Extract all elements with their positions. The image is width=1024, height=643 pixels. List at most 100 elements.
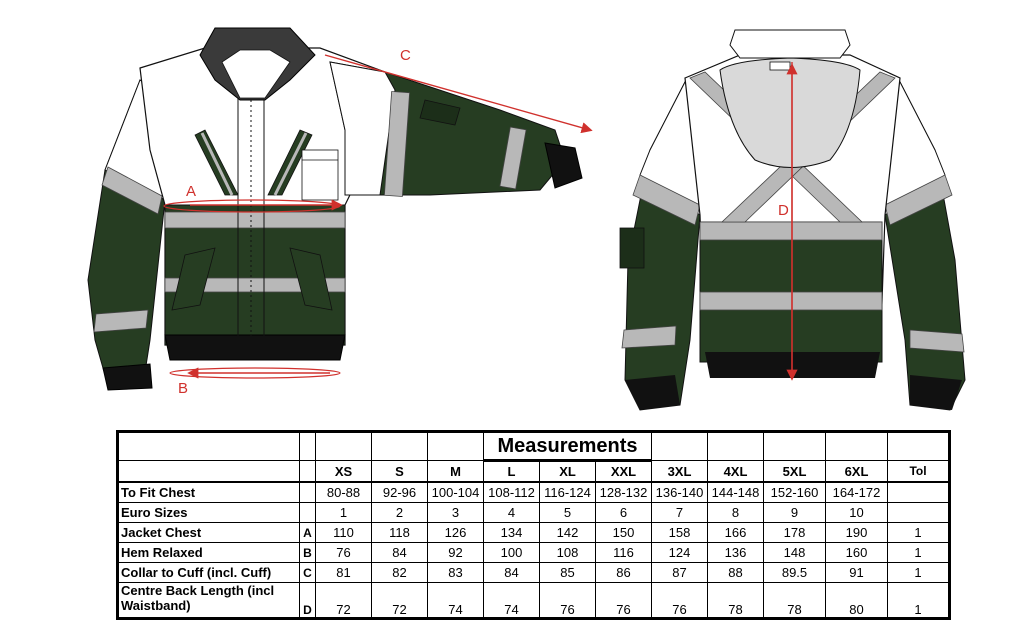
tol-cell: 1 <box>887 522 951 543</box>
row-code: A <box>299 522 316 543</box>
cell: 92 <box>427 542 484 563</box>
tol-cell: 1 <box>887 542 951 563</box>
table-row: Jacket Chest A 110 118 126 134 142 150 1… <box>116 522 951 543</box>
cell: 148 <box>763 542 826 563</box>
table-title: Measurements <box>483 430 652 462</box>
back-upper-band <box>699 221 883 241</box>
size-header: S <box>371 460 428 483</box>
dimension-label-c: C <box>400 47 411 64</box>
row-label: Centre Back Length (incl Waistband) <box>116 582 300 620</box>
cell: 166 <box>707 522 764 543</box>
dimension-label-b: B <box>178 380 188 397</box>
cell: 84 <box>371 542 428 563</box>
row-code: B <box>299 542 316 563</box>
row-label: Collar to Cuff (incl. Cuff) <box>116 562 300 583</box>
tol-cell <box>887 502 951 523</box>
row-code: C <box>299 562 316 583</box>
cell: 190 <box>825 522 888 543</box>
cell: 134 <box>483 522 540 543</box>
size-header: 5XL <box>763 460 826 483</box>
cell: 76 <box>595 582 652 620</box>
cell: 6 <box>595 502 652 523</box>
cell: 5 <box>539 502 596 523</box>
cell: 136 <box>707 542 764 563</box>
table-row: Hem Relaxed B 76 84 92 100 108 116 124 1… <box>116 542 951 563</box>
cell: 10 <box>825 502 888 523</box>
front-left-sleeve-band <box>101 166 163 215</box>
cell: 83 <box>427 562 484 583</box>
tol-cell: 1 <box>887 582 951 620</box>
cell: 91 <box>825 562 888 583</box>
cell: 150 <box>595 522 652 543</box>
row-code <box>299 502 316 523</box>
tol-cell <box>887 481 951 503</box>
cell: 85 <box>539 562 596 583</box>
cell: 152-160 <box>763 481 826 503</box>
front-left-cuff <box>102 363 153 391</box>
cell: 118 <box>371 522 428 543</box>
size-header: XL <box>539 460 596 483</box>
cell: 136-140 <box>651 481 708 503</box>
cell: 142 <box>539 522 596 543</box>
cell: 116 <box>595 542 652 563</box>
cell: 78 <box>707 582 764 620</box>
size-header: L <box>483 460 540 483</box>
size-header: 6XL <box>825 460 888 483</box>
cell: 87 <box>651 562 708 583</box>
cell: 178 <box>763 522 826 543</box>
cell: 72 <box>371 582 428 620</box>
row-label: Hem Relaxed <box>116 542 300 563</box>
table-row: Collar to Cuff (incl. Cuff) C 81 82 83 8… <box>116 562 951 583</box>
cell: 100 <box>483 542 540 563</box>
size-header: XS <box>315 460 372 483</box>
cell: 110 <box>315 522 372 543</box>
cell: 92-96 <box>371 481 428 503</box>
cell: 80 <box>825 582 888 620</box>
front-waistband <box>164 334 346 361</box>
cell: 8 <box>707 502 764 523</box>
cell: 158 <box>651 522 708 543</box>
size-header: 3XL <box>651 460 708 483</box>
cell: 89.5 <box>763 562 826 583</box>
cell: 1 <box>315 502 372 523</box>
cell: 108-112 <box>483 481 540 503</box>
row-label: To Fit Chest <box>116 481 300 503</box>
cell: 160 <box>825 542 888 563</box>
cell: 82 <box>371 562 428 583</box>
dimension-label-d: D <box>778 202 789 219</box>
dimension-label-a: A <box>186 183 196 200</box>
table-row: Euro Sizes 1 2 3 4 5 6 7 8 9 10 <box>116 502 951 523</box>
cell: 144-148 <box>707 481 764 503</box>
table-row: Centre Back Length (incl Waistband) D 72… <box>116 582 951 620</box>
cell: 76 <box>315 542 372 563</box>
cell: 2 <box>371 502 428 523</box>
row-label: Euro Sizes <box>116 502 300 523</box>
front-view: A B C <box>87 27 593 397</box>
cell: 100-104 <box>427 481 484 503</box>
cell: 126 <box>427 522 484 543</box>
cell: 80-88 <box>315 481 372 503</box>
cell: 81 <box>315 562 372 583</box>
row-code <box>299 481 316 503</box>
cell: 76 <box>539 582 596 620</box>
measurements-table: Measurements XS S M L XL XXL 3XL 4XL 5XL… <box>116 430 951 620</box>
cell: 88 <box>707 562 764 583</box>
cell: 116-124 <box>539 481 596 503</box>
back-lower-band <box>699 291 883 311</box>
cell: 72 <box>315 582 372 620</box>
cell: 164-172 <box>825 481 888 503</box>
cell: 74 <box>427 582 484 620</box>
size-header: M <box>427 460 484 483</box>
cell: 76 <box>651 582 708 620</box>
cell: 7 <box>651 502 708 523</box>
cell: 9 <box>763 502 826 523</box>
cell: 4 <box>483 502 540 523</box>
table-row: To Fit Chest 80-88 92-96 100-104 108-112… <box>116 481 951 503</box>
cell: 78 <box>763 582 826 620</box>
tol-header: Tol <box>887 460 951 483</box>
cell: 74 <box>483 582 540 620</box>
back-view: D <box>619 29 966 411</box>
size-header-row: XS S M L XL XXL 3XL 4XL 5XL 6XL Tol <box>116 460 951 483</box>
jacket-illustration: A B C D <box>87 27 966 411</box>
front-right-cuff <box>544 142 583 189</box>
